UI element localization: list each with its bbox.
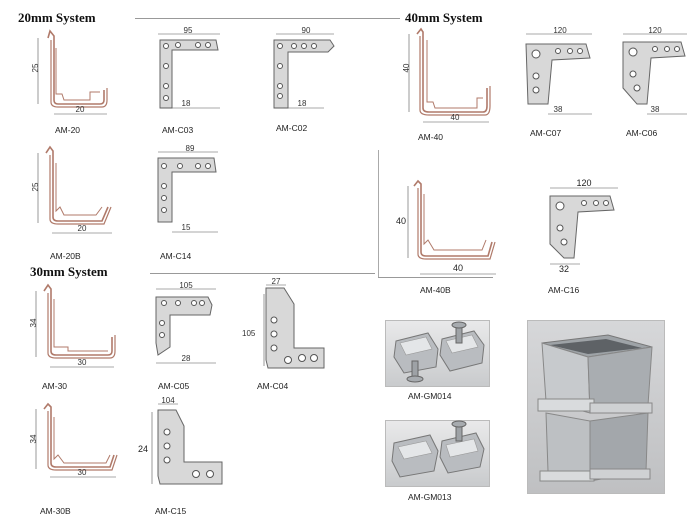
code-am-40b: AM-40B: [420, 285, 451, 295]
photo-assembled-duct: [527, 320, 665, 494]
clamp-illustration-gm014: [393, 321, 485, 383]
code-am-20b: AM-20B: [50, 251, 81, 261]
code-am-c16: AM-C16: [548, 285, 580, 295]
heading-20mm-system: 20mm System: [18, 10, 96, 25]
dim-am-40-height: 40: [402, 63, 411, 72]
vertical-divider: [378, 150, 379, 278]
heading-40mm-system: 40mm System: [405, 10, 483, 25]
duct-illustration: [537, 334, 653, 482]
dim-am-c07-foot: 38: [554, 105, 563, 114]
dim-am-40-width: 40: [451, 113, 460, 122]
code-am-c14: AM-C14: [160, 251, 192, 261]
code-am-c15: AM-C15: [155, 506, 187, 516]
dim-am-c05-length: 105: [179, 281, 193, 290]
heading-rule-30mm: [150, 273, 375, 274]
horizontal-divider: [378, 277, 493, 278]
dim-am-20-width: 20: [76, 105, 85, 114]
code-am-gm013: AM-GM013: [408, 492, 452, 502]
code-am-c02: AM-C02: [276, 123, 308, 133]
bracket-am-c06: 120 38: [622, 26, 687, 115]
code-am-c03: AM-C03: [162, 125, 194, 135]
dim-am-c04-height: 105: [242, 329, 256, 338]
bracket-am-c02: 90 18: [273, 26, 335, 109]
clamp-illustration-gm013: [391, 420, 485, 478]
dim-am-30-width: 30: [78, 358, 87, 367]
dim-am-c15-height: 24: [138, 444, 148, 454]
bracket-am-c07: 120 38: [525, 26, 592, 115]
code-am-c07: AM-C07: [530, 128, 562, 138]
photo-am-gm014: [385, 320, 490, 387]
profile-am-30b: 34 30: [29, 402, 118, 478]
dim-am-c16-foot: 32: [559, 264, 569, 274]
dim-am-c02-foot: 18: [298, 99, 307, 108]
dim-am-20b-width: 20: [78, 224, 87, 233]
dim-am-c03-length: 95: [184, 26, 193, 35]
profile-am-40: 40 40: [402, 27, 491, 123]
bracket-am-c15: 104 24: [138, 396, 223, 485]
dim-am-20b-height: 25: [31, 182, 40, 191]
dim-am-c06-length: 120: [648, 26, 662, 35]
heading-30mm-system: 30mm System: [30, 264, 108, 279]
dim-am-c03-foot: 18: [182, 99, 191, 108]
profile-am-40b: 40 40: [396, 179, 496, 275]
dim-am-40b-height: 40: [396, 216, 406, 226]
dim-am-30b-height: 34: [29, 434, 38, 443]
bracket-am-c04: 27 105: [242, 277, 325, 369]
dim-am-c15-width: 104: [161, 396, 175, 405]
dim-am-30-height: 34: [29, 318, 38, 327]
dim-am-c04-width: 27: [272, 277, 281, 286]
dim-am-c14-foot: 15: [182, 223, 191, 232]
profile-am-30: 34 30: [29, 283, 116, 368]
dim-am-c07-length: 120: [553, 26, 567, 35]
dim-am-c06-foot: 38: [651, 105, 660, 114]
code-am-20: AM-20: [55, 125, 81, 135]
dim-am-c02-length: 90: [302, 26, 311, 35]
code-am-c06: AM-C06: [626, 128, 658, 138]
bracket-am-c14: 89 15: [157, 144, 218, 233]
bracket-am-c05: 105 28: [155, 281, 216, 364]
dim-am-c16-length: 120: [576, 178, 591, 188]
bracket-am-c03: 95 18: [158, 26, 220, 109]
dim-am-c14-length: 89: [186, 144, 195, 153]
dim-am-40b-width: 40: [453, 263, 463, 273]
code-am-40: AM-40: [418, 132, 444, 142]
dim-am-30b-width: 30: [78, 468, 87, 477]
heading-rule-20mm: [135, 18, 400, 19]
code-am-30: AM-30: [42, 381, 68, 391]
code-am-gm014: AM-GM014: [408, 391, 452, 401]
profile-am-20: 25 20: [31, 29, 108, 115]
bracket-am-c16: 120 32: [549, 178, 618, 274]
code-am-30b: AM-30B: [40, 506, 71, 516]
code-am-c05: AM-C05: [158, 381, 190, 391]
dim-am-c05-foot: 28: [182, 354, 191, 363]
profile-am-20b: 25 20: [31, 145, 112, 234]
photo-am-gm013: [385, 420, 490, 487]
dim-am-20-height: 25: [31, 63, 40, 72]
code-am-c04: AM-C04: [257, 381, 289, 391]
